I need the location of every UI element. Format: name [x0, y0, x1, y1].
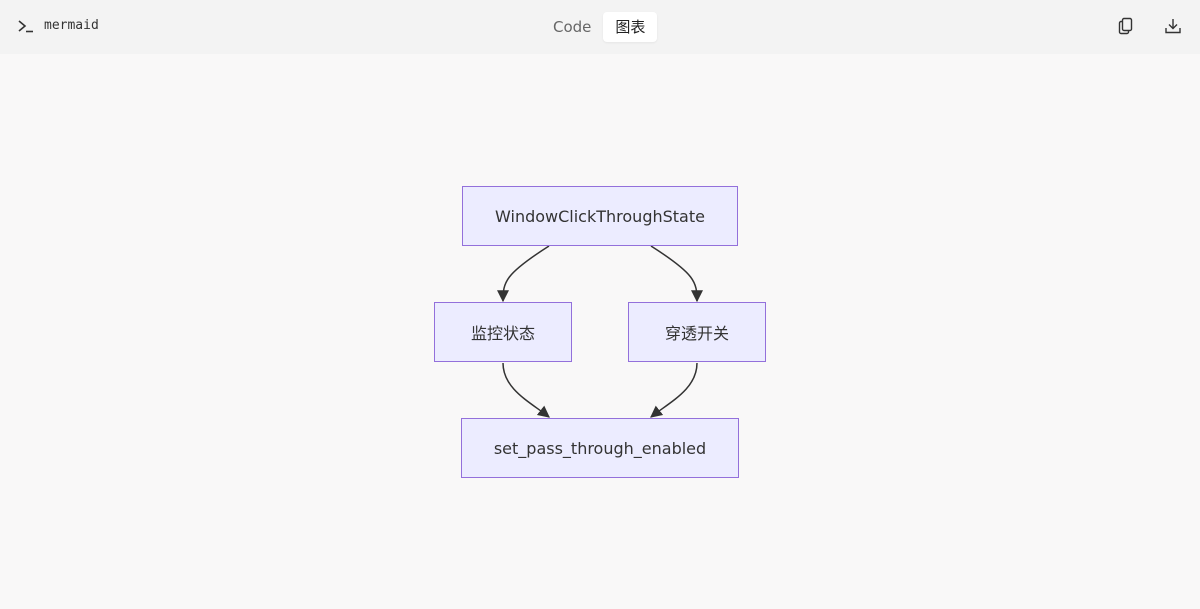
- edge-right-to-bottom: [650, 362, 698, 418]
- node-window-click-through-state: WindowClickThroughState: [462, 186, 738, 246]
- diagram-canvas: WindowClickThroughState 监控状态 穿透开关 set_pa…: [0, 54, 1200, 609]
- node-set-pass-through-enabled: set_pass_through_enabled: [461, 418, 739, 478]
- node-label: set_pass_through_enabled: [493, 438, 707, 458]
- node-pass-through-switch: 穿透开关: [628, 302, 766, 362]
- download-icon: [1165, 19, 1181, 34]
- view-tabs: Code 图表: [543, 12, 658, 42]
- download-button[interactable]: [1162, 15, 1184, 37]
- terminal-prompt-icon: [18, 19, 33, 32]
- edge-left-to-bottom: [502, 362, 550, 418]
- edge-root-to-left: [497, 245, 550, 303]
- code-block-toolbar: mermaid Code 图表: [0, 0, 1200, 54]
- node-label: 穿透开关: [664, 324, 729, 343]
- node-label: WindowClickThroughState: [495, 206, 705, 226]
- diagram-edges: [497, 245, 703, 418]
- copy-icon: [1118, 17, 1133, 35]
- toolbar-actions: [1116, 15, 1184, 37]
- node-monitor-state: 监控状态: [434, 302, 572, 362]
- language-name: mermaid: [44, 18, 99, 33]
- language-label: mermaid: [18, 18, 99, 33]
- node-label: 监控状态: [470, 324, 535, 343]
- tab-diagram[interactable]: 图表: [603, 12, 658, 42]
- edge-root-to-right: [650, 245, 703, 303]
- tab-code[interactable]: Code: [553, 18, 592, 36]
- copy-button[interactable]: [1116, 15, 1138, 37]
